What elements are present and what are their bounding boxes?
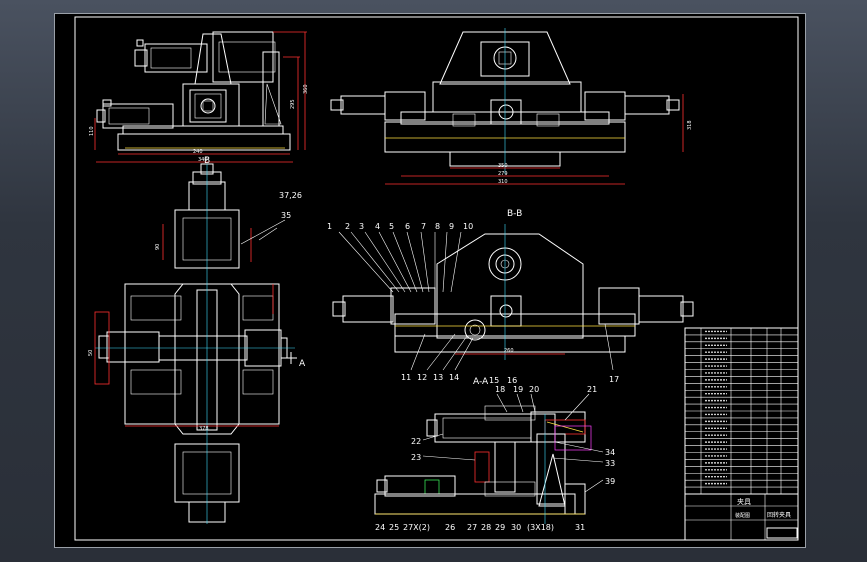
- title-block-company: 装配图: [735, 512, 750, 519]
- callout-21: 21: [587, 385, 597, 394]
- dim-90: 90: [155, 244, 161, 250]
- callout-30: 30: [511, 523, 521, 532]
- callout-19: 19: [513, 385, 523, 394]
- callout-29: 29: [495, 523, 505, 532]
- callout-28: 28: [481, 523, 491, 532]
- callout-17: 17: [609, 375, 619, 384]
- section-bb: [332, 224, 694, 371]
- callout-23: 23: [411, 453, 421, 462]
- callout-20: 20: [529, 385, 539, 394]
- callout-9: 9: [449, 222, 454, 231]
- dim-240: 240: [193, 149, 203, 155]
- callout-31: 31: [575, 523, 585, 532]
- dim-310: 310: [498, 179, 508, 185]
- callout-14: 14: [449, 373, 459, 382]
- callout-11: 11: [401, 373, 411, 382]
- callout-26: 26: [445, 523, 455, 532]
- title-block: [684, 493, 799, 541]
- dim-378: 378: [199, 426, 209, 432]
- dim-110: 110: [89, 126, 95, 136]
- dim-50: 50: [88, 350, 94, 356]
- dim-295: 295: [290, 99, 296, 109]
- callout-37-26: 37,26: [279, 191, 302, 200]
- title-block-scale: 1:1: [771, 531, 781, 538]
- callout-13: 13: [433, 373, 443, 382]
- callout-33: 33: [605, 459, 615, 468]
- dim-318: 318: [687, 120, 693, 130]
- section-label-a: A: [299, 359, 306, 369]
- section-label-aa: A-A: [473, 377, 489, 387]
- title-block-title: 夹具: [737, 497, 751, 506]
- callout-4: 4: [375, 222, 380, 231]
- plan-view: [94, 163, 297, 524]
- callouts-top-row: 1 2 3 4 5 6 7 8 9 10: [327, 222, 473, 231]
- callout-7: 7: [421, 222, 426, 231]
- callout-27x2: 27X(2): [403, 523, 430, 532]
- callout-24: 24: [375, 523, 385, 532]
- callouts-bottom-row: 11 12 13 14 15 16 17: [401, 373, 619, 385]
- section-label-bb: B-B: [507, 209, 522, 219]
- callout-3x18: (3X18): [527, 523, 554, 532]
- callout-34: 34: [605, 448, 615, 457]
- callout-12: 12: [417, 373, 427, 382]
- title-block-drawing-name: 回转夹具: [767, 511, 791, 519]
- callout-35: 35: [281, 211, 291, 220]
- callout-1: 1: [327, 222, 332, 231]
- callout-10: 10: [463, 222, 473, 231]
- callout-16: 16: [507, 376, 517, 385]
- callout-25: 25: [389, 523, 399, 532]
- callout-22: 22: [411, 437, 421, 446]
- drawing-sheet: 240 340 295 360 110 350 279 310 318: [55, 14, 805, 547]
- section-aa: [374, 393, 604, 524]
- dim-340: 340: [198, 157, 208, 163]
- callout-27: 27: [467, 523, 477, 532]
- callout-15: 15: [489, 376, 499, 385]
- dim-260: 260: [504, 348, 514, 354]
- inner-border: [74, 16, 799, 541]
- cad-drawing: 240 340 295 360 110 350 279 310 318: [74, 16, 799, 541]
- callout-5: 5: [389, 222, 394, 231]
- callout-3: 3: [359, 222, 364, 231]
- dim-360: 360: [303, 84, 309, 94]
- callout-18: 18: [495, 385, 505, 394]
- side-view: [94, 31, 307, 163]
- callout-8: 8: [435, 222, 440, 231]
- callout-6: 6: [405, 222, 410, 231]
- bill-of-materials: [684, 327, 799, 541]
- callout-2: 2: [345, 222, 350, 231]
- callouts-aa: 18 19 20 21 22 23 34 33 39 24 25 27X(2) …: [375, 385, 615, 532]
- section-label-b: B: [204, 156, 210, 166]
- dim-350: 350: [498, 163, 508, 169]
- callout-39: 39: [605, 477, 615, 486]
- front-view: [330, 28, 684, 185]
- dim-279: 279: [498, 171, 508, 177]
